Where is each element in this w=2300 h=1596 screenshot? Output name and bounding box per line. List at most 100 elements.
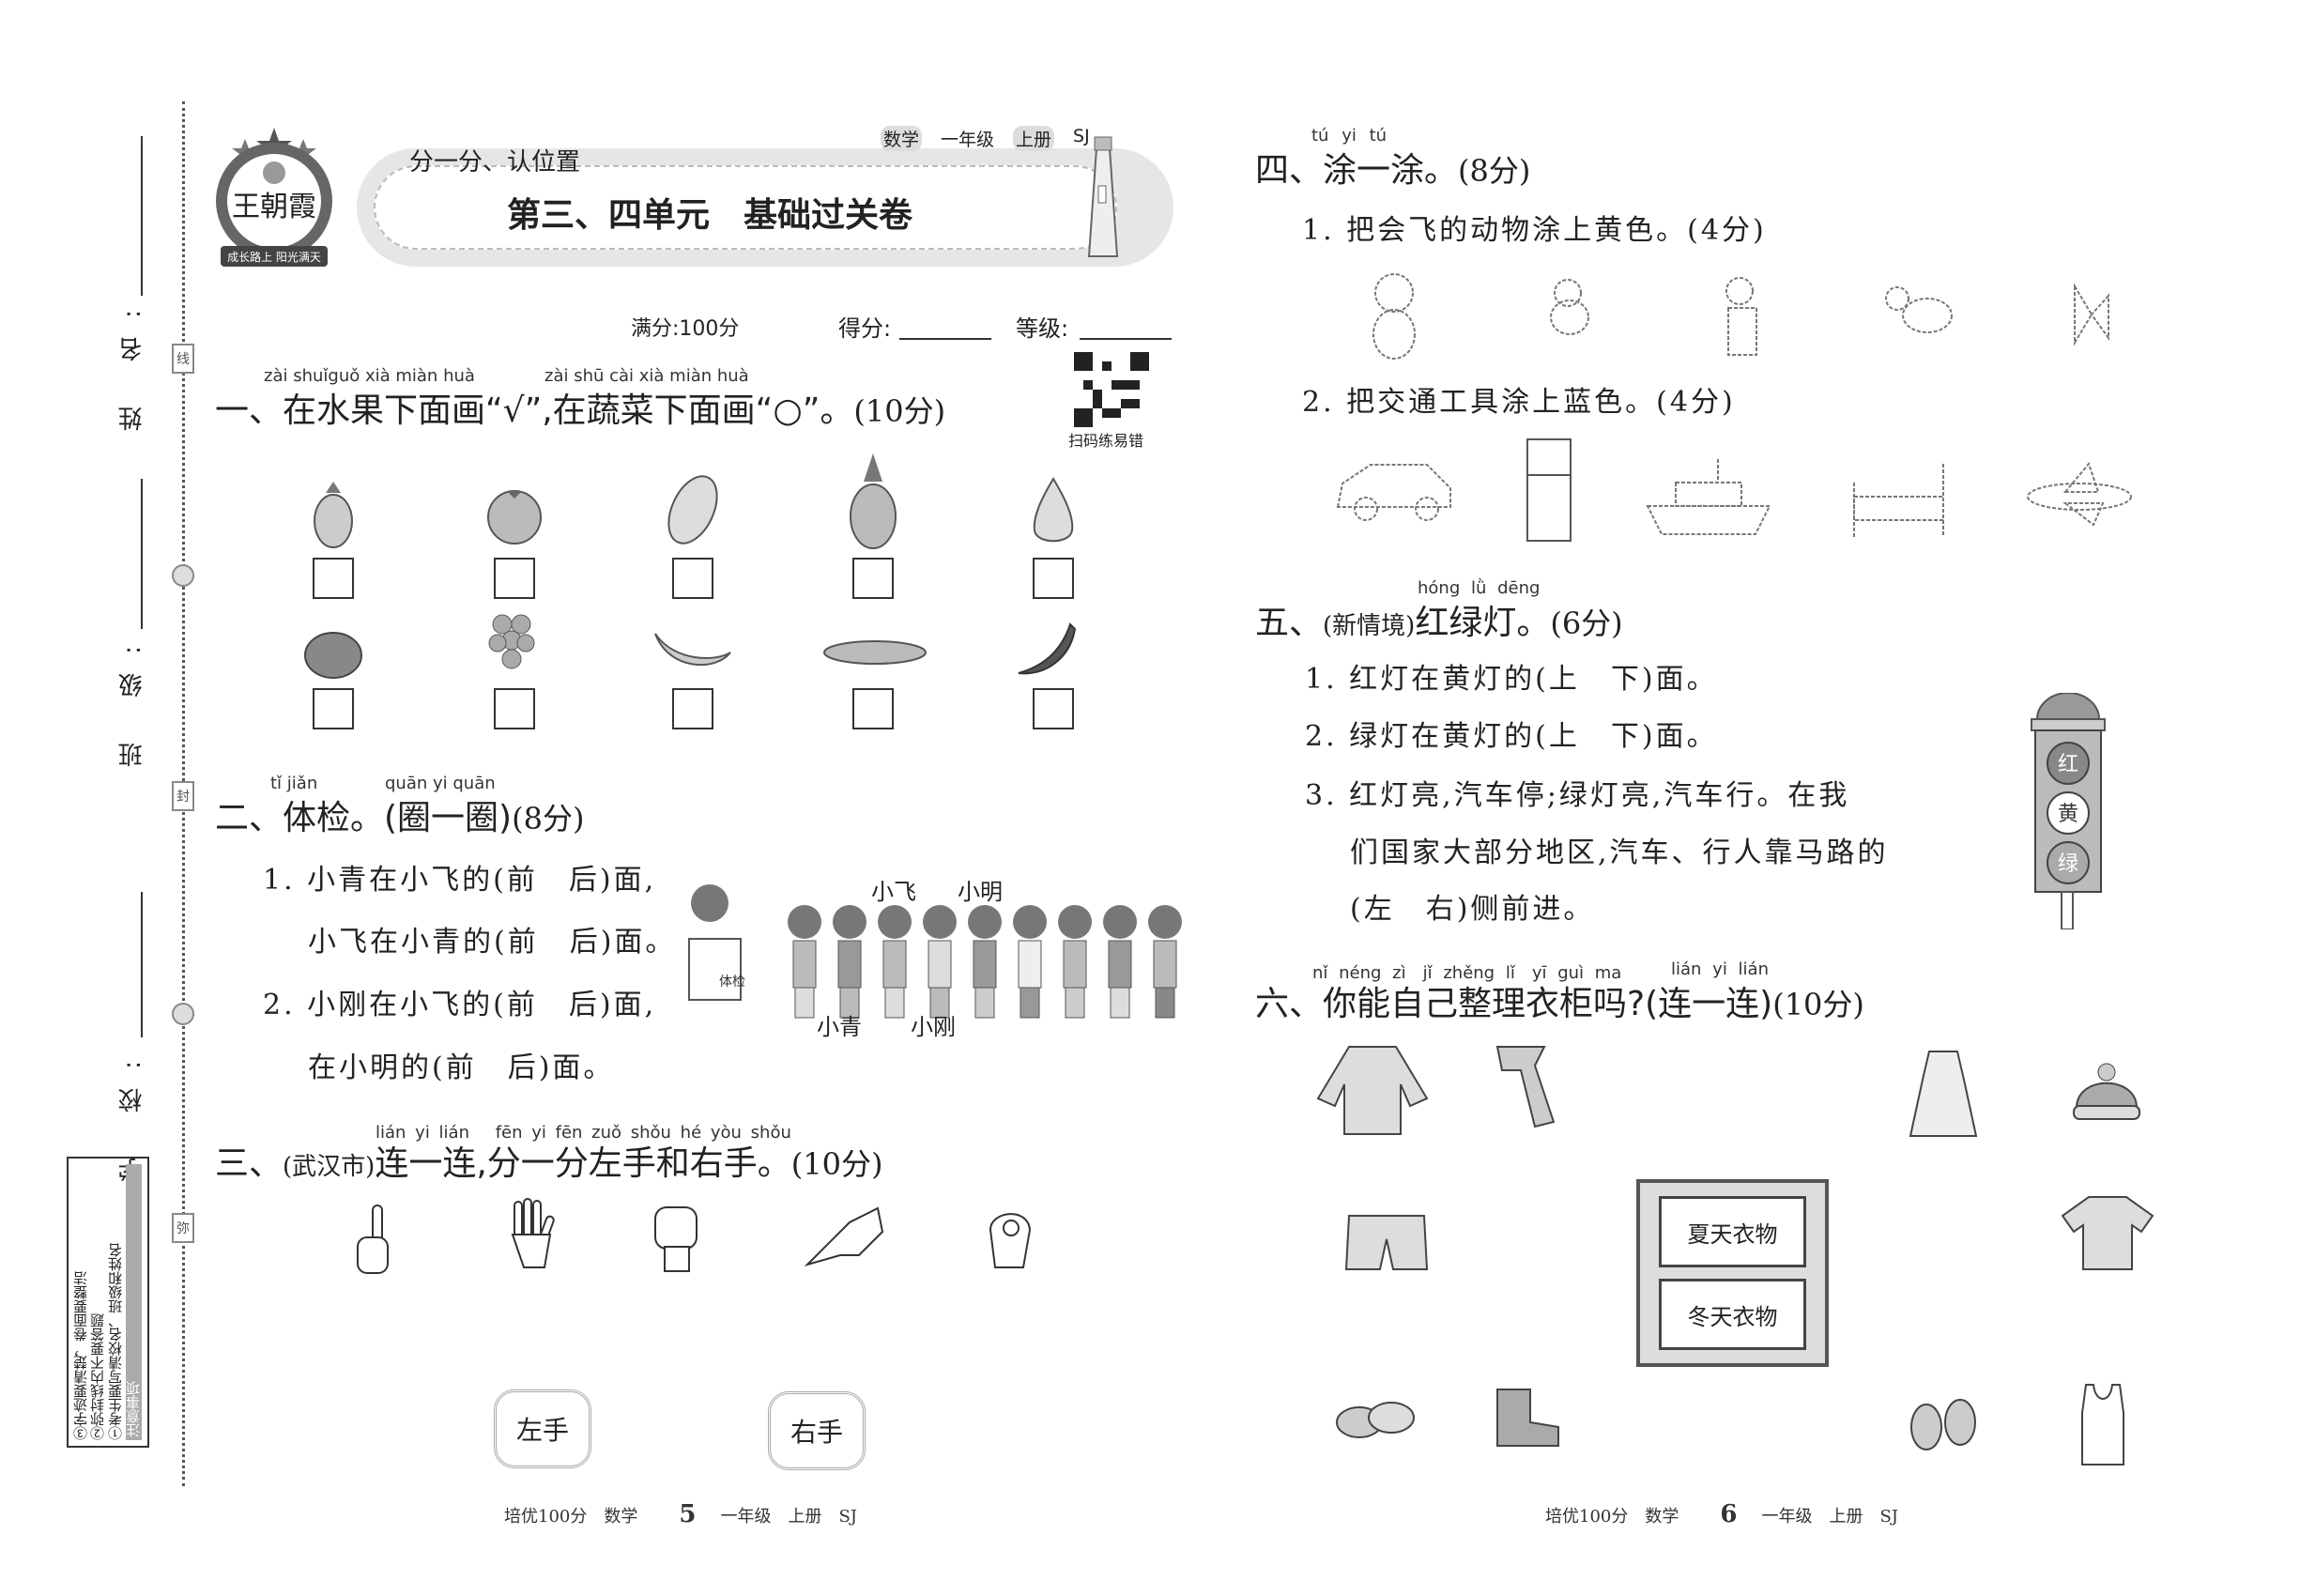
section-4-heading: 四、涂一涂。(8分) — [1255, 151, 1531, 190]
thumbs-up-hand-icon[interactable] — [352, 1202, 399, 1277]
car-icon[interactable] — [1333, 451, 1455, 526]
logo-text: 王朝霞 — [232, 191, 316, 223]
question-line: 2. 小刚在小飞的(前 后)面, — [263, 989, 657, 1021]
label-xiaofei: 小飞 — [871, 879, 916, 905]
child-figure — [923, 905, 957, 1019]
section-5-heading: 五、(新情境)红绿灯。(6分) — [1255, 604, 1623, 642]
grapes-icon — [488, 614, 535, 669]
ship-icon[interactable] — [1643, 454, 1774, 539]
shorts-icon[interactable] — [1344, 1211, 1429, 1277]
turtle-icon[interactable] — [1882, 282, 1957, 338]
answer-box[interactable] — [313, 688, 354, 729]
bed-icon[interactable] — [1849, 454, 1953, 539]
tank-top-icon[interactable] — [2075, 1380, 2131, 1469]
knit-hat-icon[interactable] — [2069, 1061, 2144, 1127]
pinyin: nǐ néng zì jǐ zhěng lǐ yī guì ma — [1312, 963, 1622, 983]
seal-hole — [172, 564, 194, 587]
ok-hand-icon[interactable] — [981, 1202, 1037, 1271]
answer-box[interactable] — [1033, 688, 1074, 729]
winter-jacket-icon[interactable] — [1316, 1042, 1429, 1136]
summer-clothes-target[interactable]: 夏天衣物 — [1659, 1196, 1806, 1267]
pumpkin-icon — [304, 632, 362, 679]
question-line: 1. 小青在小飞的(前 后)面, — [263, 864, 657, 897]
child-figure — [1058, 905, 1092, 1019]
deer-icon[interactable] — [1713, 265, 1770, 359]
answer-box[interactable] — [494, 558, 535, 599]
answer-box[interactable] — [313, 558, 354, 599]
pinyin: tú yi tú — [1311, 126, 1388, 146]
child-figure — [788, 905, 821, 1019]
pointing-hand-icon[interactable] — [803, 1204, 887, 1269]
pinyin: lián yi lián — [1671, 959, 1769, 979]
section-6-heading: 六、你能自己整理衣柜吗?(连一连)(10分) — [1255, 985, 1864, 1023]
svg-text:成长路上 阳光满天: 成长路上 阳光满天 — [227, 250, 321, 264]
page-number: 5 — [679, 1500, 697, 1528]
grade-field[interactable] — [1080, 338, 1172, 340]
chili-icon — [1018, 622, 1077, 675]
class-write-line[interactable] — [141, 479, 143, 629]
fist-hand-icon[interactable] — [648, 1200, 704, 1275]
score-field[interactable] — [899, 338, 991, 340]
cabbage-icon — [667, 475, 718, 545]
wardrobe: 夏天衣物 冬天衣物 — [1636, 1179, 1829, 1367]
mittens-icon[interactable] — [1906, 1394, 1981, 1455]
note-item: ①考生要写清校名、班级和姓名 — [106, 1243, 124, 1440]
open-palm-hand-icon[interactable] — [505, 1197, 558, 1281]
school-write-line[interactable] — [141, 892, 143, 1037]
doctor-desk-illustration: 体检 — [688, 884, 745, 1001]
pinyin: tǐ jiǎn — [270, 774, 318, 793]
right-hand-target[interactable]: 右手 — [768, 1391, 866, 1470]
section-2-heading: 二、体检。(圈一圈)(8分) — [215, 799, 585, 837]
child-figure — [1103, 905, 1137, 1019]
butterfly-icon[interactable] — [2065, 282, 2118, 347]
pinyin: zài shuǐguǒ xià miàn huà — [264, 366, 475, 386]
answer-box[interactable] — [494, 688, 535, 729]
notes-title: 注意事项 — [125, 1164, 143, 1440]
seal-char-feng: 封 — [172, 781, 194, 811]
svg-text:体检: 体检 — [719, 974, 745, 990]
answer-box[interactable] — [672, 558, 713, 599]
child-figure — [878, 905, 912, 1019]
meta-edition: SJ — [1073, 126, 1090, 146]
airplane-icon[interactable] — [2023, 454, 2136, 529]
label-xiaogang: 小刚 — [911, 1014, 956, 1040]
answer-box[interactable] — [852, 558, 894, 599]
pinyin: quān yi quān — [385, 774, 496, 793]
winter-clothes-target[interactable]: 冬天衣物 — [1659, 1279, 1806, 1350]
qr-code[interactable] — [1074, 352, 1149, 427]
pinyin: lián yi lián fēn yi fēn zuǒ shǒu hé yòu … — [376, 1123, 791, 1143]
yellow-light-label: 黄 — [2058, 803, 2078, 826]
dress-icon[interactable] — [1906, 1047, 1981, 1141]
question-line: 1. 红灯在黄灯的(上 下)面。 — [1305, 663, 1718, 696]
pineapple-icon — [850, 453, 897, 549]
snow-boots-icon[interactable] — [1488, 1385, 1563, 1450]
lighthouse-icon — [1087, 136, 1119, 257]
cat-icon[interactable] — [1357, 267, 1432, 361]
t-shirt-icon[interactable] — [2061, 1192, 2154, 1272]
question-line: 在小明的(前 后)面。 — [308, 1051, 615, 1084]
score-label: 得分: — [838, 315, 892, 342]
child-figure — [833, 905, 866, 1019]
left-hand-target[interactable]: 左手 — [494, 1389, 591, 1468]
scarf-icon[interactable] — [1488, 1037, 1563, 1131]
meta-subject: 数学 — [881, 126, 923, 151]
page-number: 6 — [1720, 1500, 1738, 1528]
eggplant-icon — [314, 482, 353, 548]
name-write-line[interactable] — [141, 136, 143, 296]
label-xiaoming: 小明 — [958, 879, 1003, 905]
meta-grade: 一年级 — [941, 130, 995, 150]
meta-volume: 上册 — [1013, 126, 1055, 151]
bird-icon[interactable] — [1540, 272, 1600, 343]
child-figure — [1148, 905, 1182, 1019]
child-figure — [1013, 905, 1047, 1019]
section-3-heading: 三、(武汉市)连一连,分一分左手和右手。(10分) — [215, 1144, 883, 1183]
answer-box[interactable] — [1033, 558, 1074, 599]
refrigerator-icon[interactable] — [1526, 437, 1572, 543]
answer-box[interactable] — [852, 688, 894, 729]
answer-box[interactable] — [672, 688, 713, 729]
name-label: 姓 名: — [118, 291, 146, 432]
pear-icon — [1033, 477, 1074, 543]
note-item: ②弥封线内不要答题 — [89, 1313, 107, 1440]
sandals-icon[interactable] — [1333, 1389, 1418, 1446]
